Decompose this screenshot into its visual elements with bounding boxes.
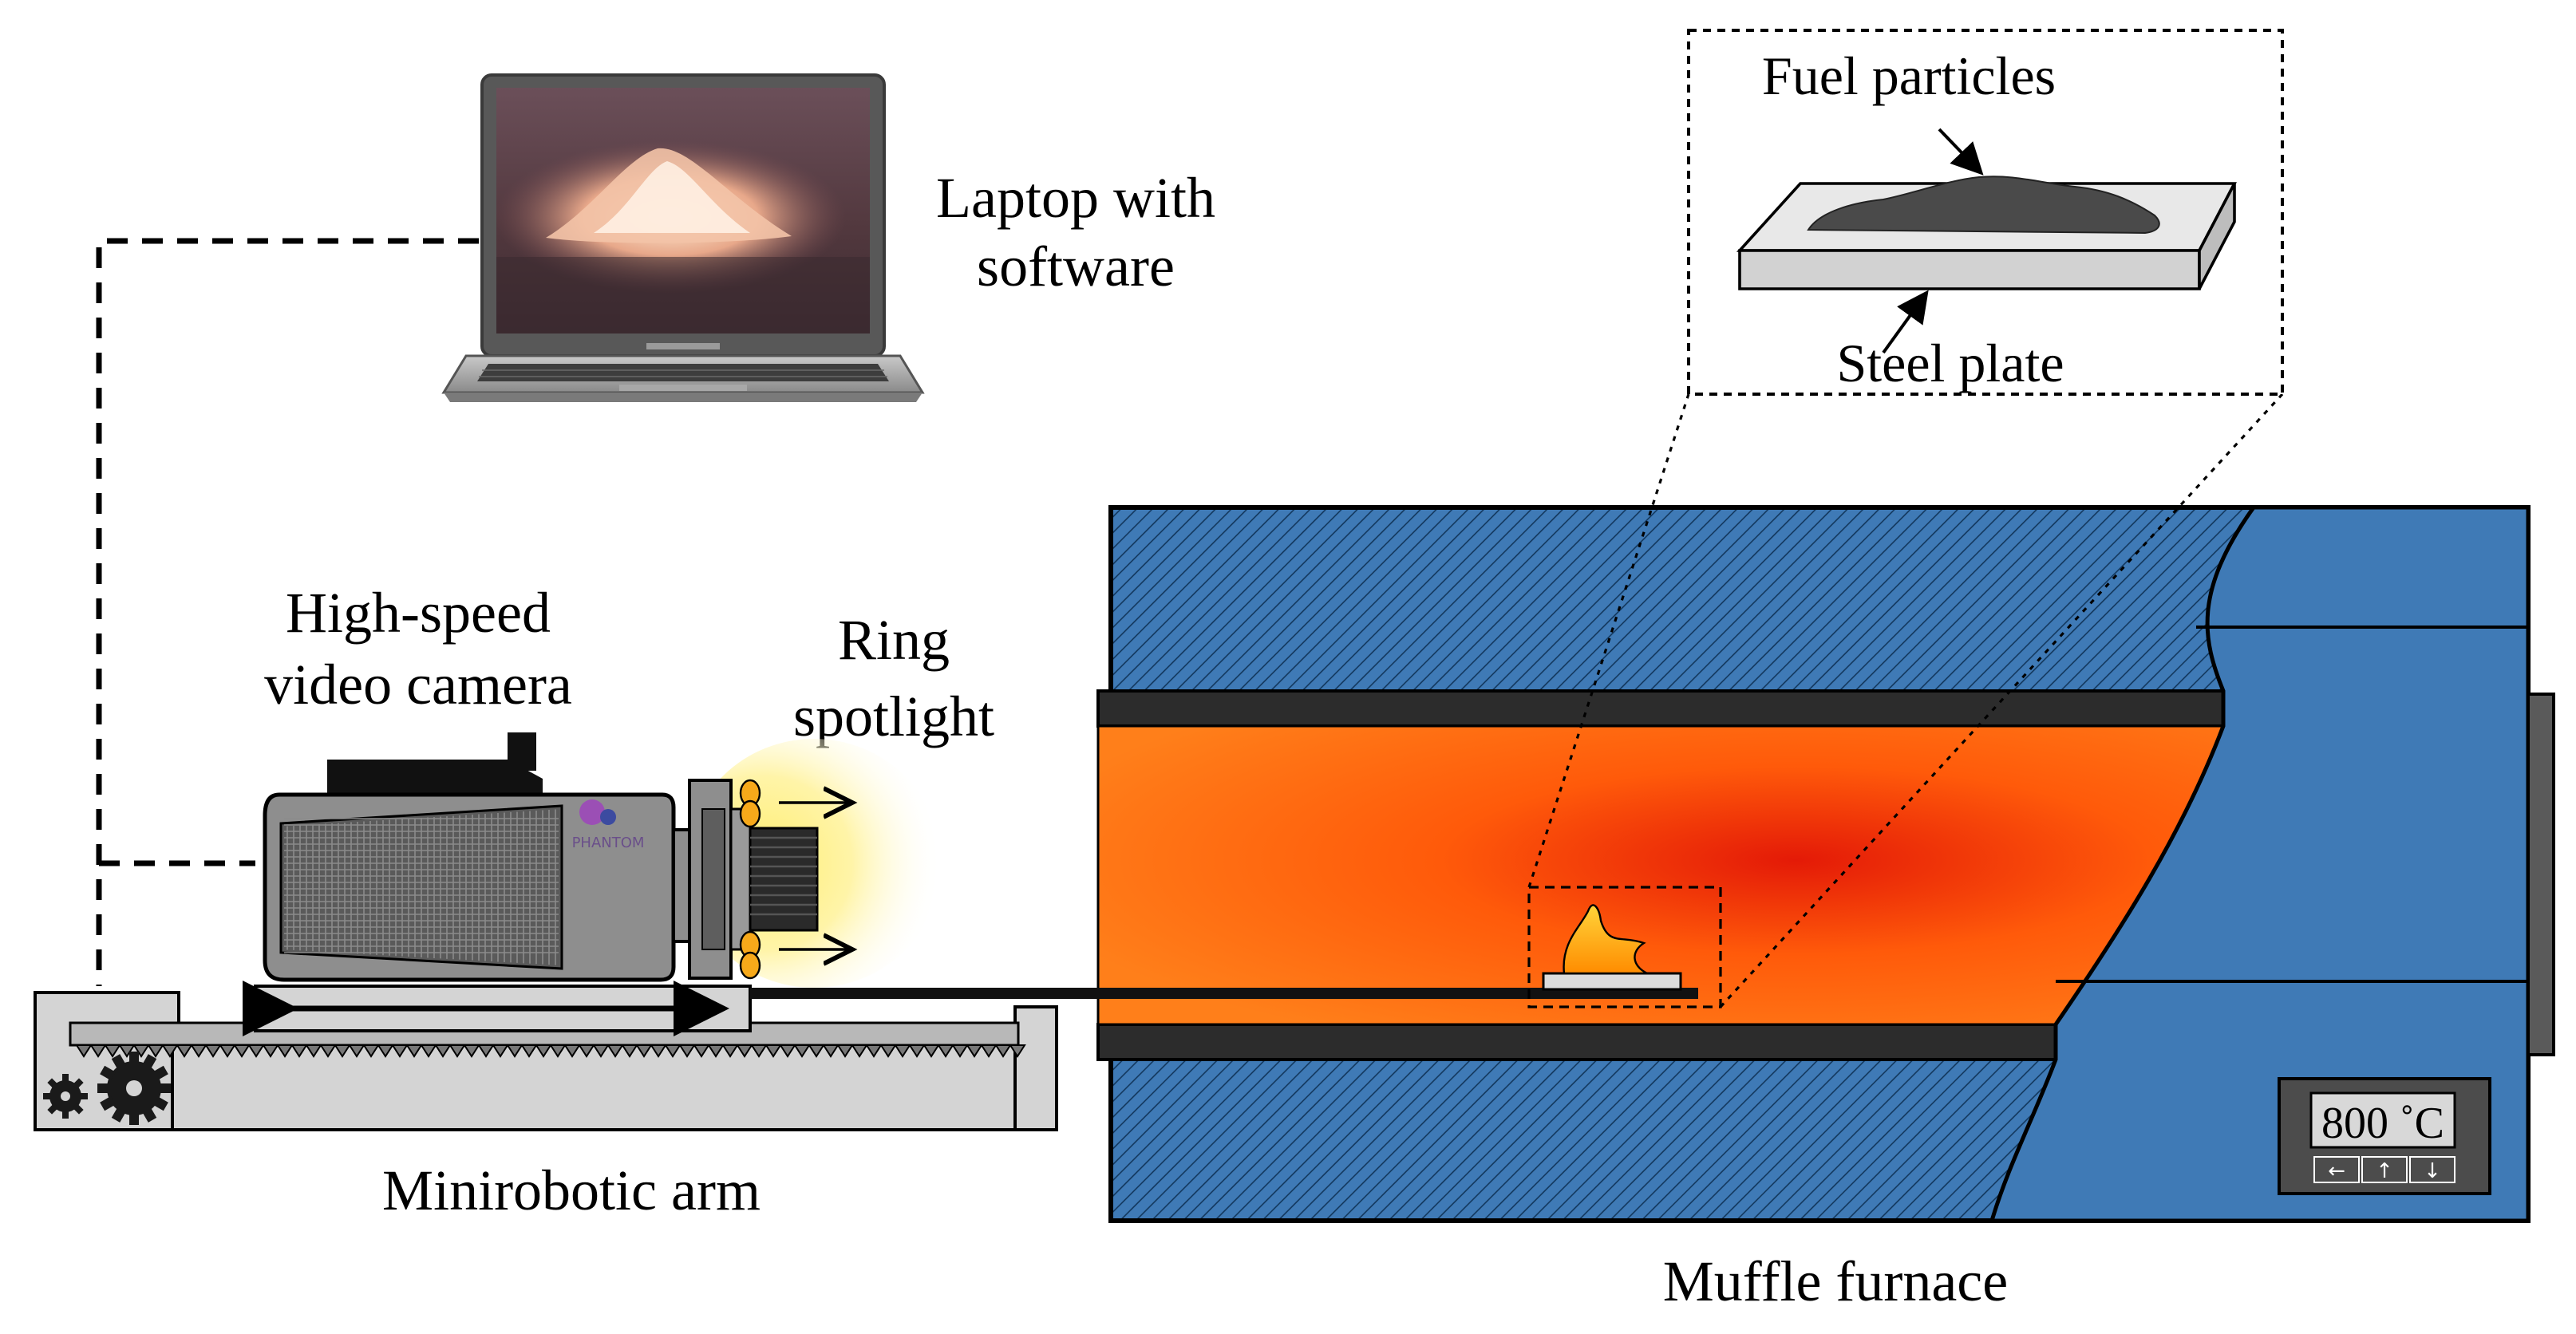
- flame-icon: [1563, 904, 1648, 975]
- gear-icon: [43, 1074, 88, 1119]
- sample-rod: [750, 988, 1698, 999]
- down-arrow-icon: ↓: [2424, 1159, 2441, 1183]
- minirobotic-arm: [34, 981, 1058, 1131]
- left-arrow-icon: ←: [2328, 1159, 2345, 1183]
- gear-icon: [97, 1052, 171, 1125]
- zoom-lines: [1527, 393, 2284, 1008]
- temperature-controller: 800 ˚C ← ↑ ↓: [2278, 1077, 2491, 1195]
- laptop-label-line2: software: [977, 235, 1175, 298]
- temperature-display: 800 ˚C: [2321, 1099, 2444, 1148]
- furnace-label: Muffle furnace: [1663, 1249, 2008, 1313]
- camera-brand: PHANTOM: [572, 835, 645, 851]
- camera-label-line2: video camera: [264, 653, 572, 716]
- steel-plate-label: Steel plate: [1836, 333, 2064, 393]
- arm-label: Minirobotic arm: [382, 1158, 761, 1222]
- zoom-region: [1527, 886, 1722, 1008]
- controller-button-left[interactable]: ←: [2313, 1156, 2360, 1183]
- spotlight-label-line1: Ring: [838, 608, 950, 672]
- spotlight-label-line2: spotlight: [793, 685, 994, 748]
- fuel-particles-label: Fuel particles: [1762, 45, 2056, 106]
- camera-icon: PHANTOM: [263, 732, 852, 982]
- fuel-particles: [1807, 176, 2160, 235]
- data-cable: [96, 238, 479, 986]
- up-arrow-icon: ↑: [2376, 1159, 2393, 1183]
- muffle-furnace: 800 ˚C ← ↑ ↓: [1096, 505, 2555, 1223]
- laptop-label-line1: Laptop with: [936, 166, 1215, 230]
- inset-detail: [1687, 29, 2284, 396]
- controller-button-up[interactable]: ↑: [2361, 1156, 2408, 1183]
- camera-label-line1: High-speed: [286, 581, 551, 645]
- controller-button-down[interactable]: ↓: [2409, 1156, 2455, 1183]
- sample-holder: [1542, 904, 1682, 991]
- laptop-icon: [441, 73, 925, 402]
